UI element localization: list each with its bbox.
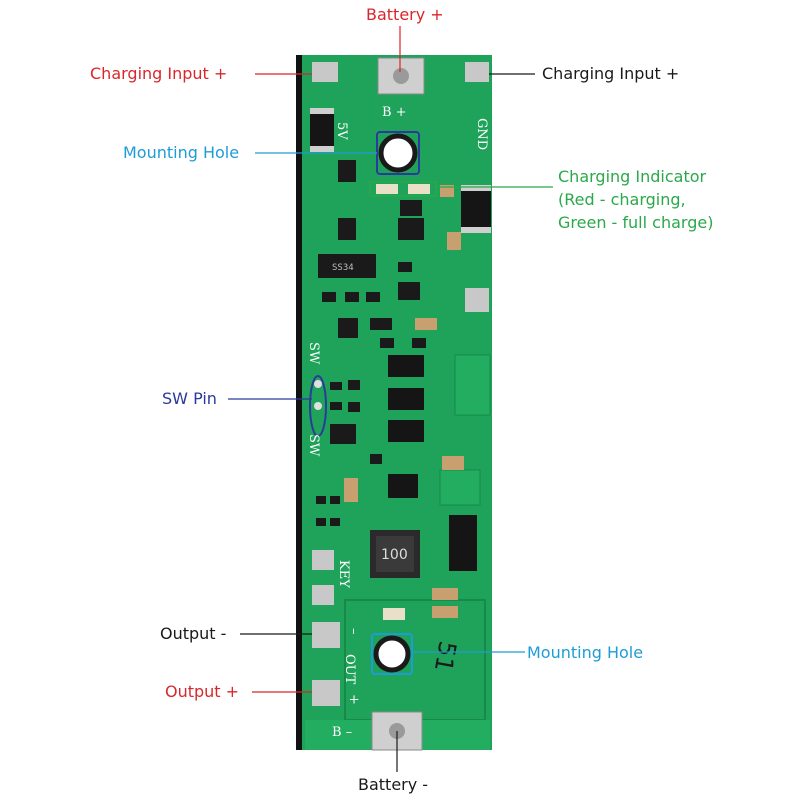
label-charging-indicator-1: Charging Indicator: [558, 167, 707, 186]
inductor-label: 100: [381, 547, 408, 563]
output-minus-pad: [312, 622, 340, 648]
key-pad: [312, 550, 334, 570]
annotations: Battery + Charging Input + Charging Inpu…: [90, 5, 713, 794]
silk-b-plus: B +: [382, 105, 407, 120]
label-battery-plus: Battery +: [366, 5, 444, 24]
charging-input-right-pad: [465, 62, 489, 82]
silk-key: KEY: [336, 560, 351, 588]
mounting-hole-bottom: [373, 635, 411, 673]
components: [310, 108, 491, 620]
label-charging-indicator-2: (Red - charging,: [558, 190, 686, 209]
charging-input-left-pad: [312, 62, 338, 82]
output-plus-pad: [312, 680, 340, 706]
label-charging-input-left: Charging Input +: [90, 64, 227, 83]
silk-sw-bottom: SW: [306, 434, 321, 457]
mounting-holes: [371, 131, 420, 675]
pads: [312, 57, 489, 751]
silk-5v: 5V: [334, 122, 349, 140]
gnd-pad: [465, 288, 489, 312]
silk-sw-top: SW: [306, 342, 321, 365]
silk-out-plus: +: [346, 694, 361, 705]
label-output-minus: Output -: [160, 624, 226, 643]
label-mounting-hole-top: Mounting Hole: [123, 143, 239, 162]
silkscreen: B + 5V GND SW SW KEY – OUT + B – 100 SS3…: [306, 105, 489, 740]
label-output-plus: Output +: [165, 682, 239, 701]
silk-out: OUT: [342, 654, 357, 685]
label-charging-indicator-3: Green - full charge): [558, 213, 713, 232]
diode-label: SS34: [332, 263, 354, 273]
leader-lines: [228, 26, 553, 772]
mounting-hole-top: [378, 133, 418, 173]
sw-pin-highlight: [309, 375, 327, 437]
label-battery-minus: Battery -: [358, 775, 428, 794]
pad-mid: [312, 585, 334, 605]
silk-gnd: GND: [474, 118, 489, 150]
silk-out-minus: –: [346, 628, 361, 635]
label-mounting-hole-bottom: Mounting Hole: [527, 643, 643, 662]
silk-b-minus: B –: [332, 725, 352, 740]
handwritten-mark: 51: [429, 639, 462, 674]
label-charging-input-right: Charging Input +: [542, 64, 679, 83]
label-sw-pin: SW Pin: [162, 389, 217, 408]
